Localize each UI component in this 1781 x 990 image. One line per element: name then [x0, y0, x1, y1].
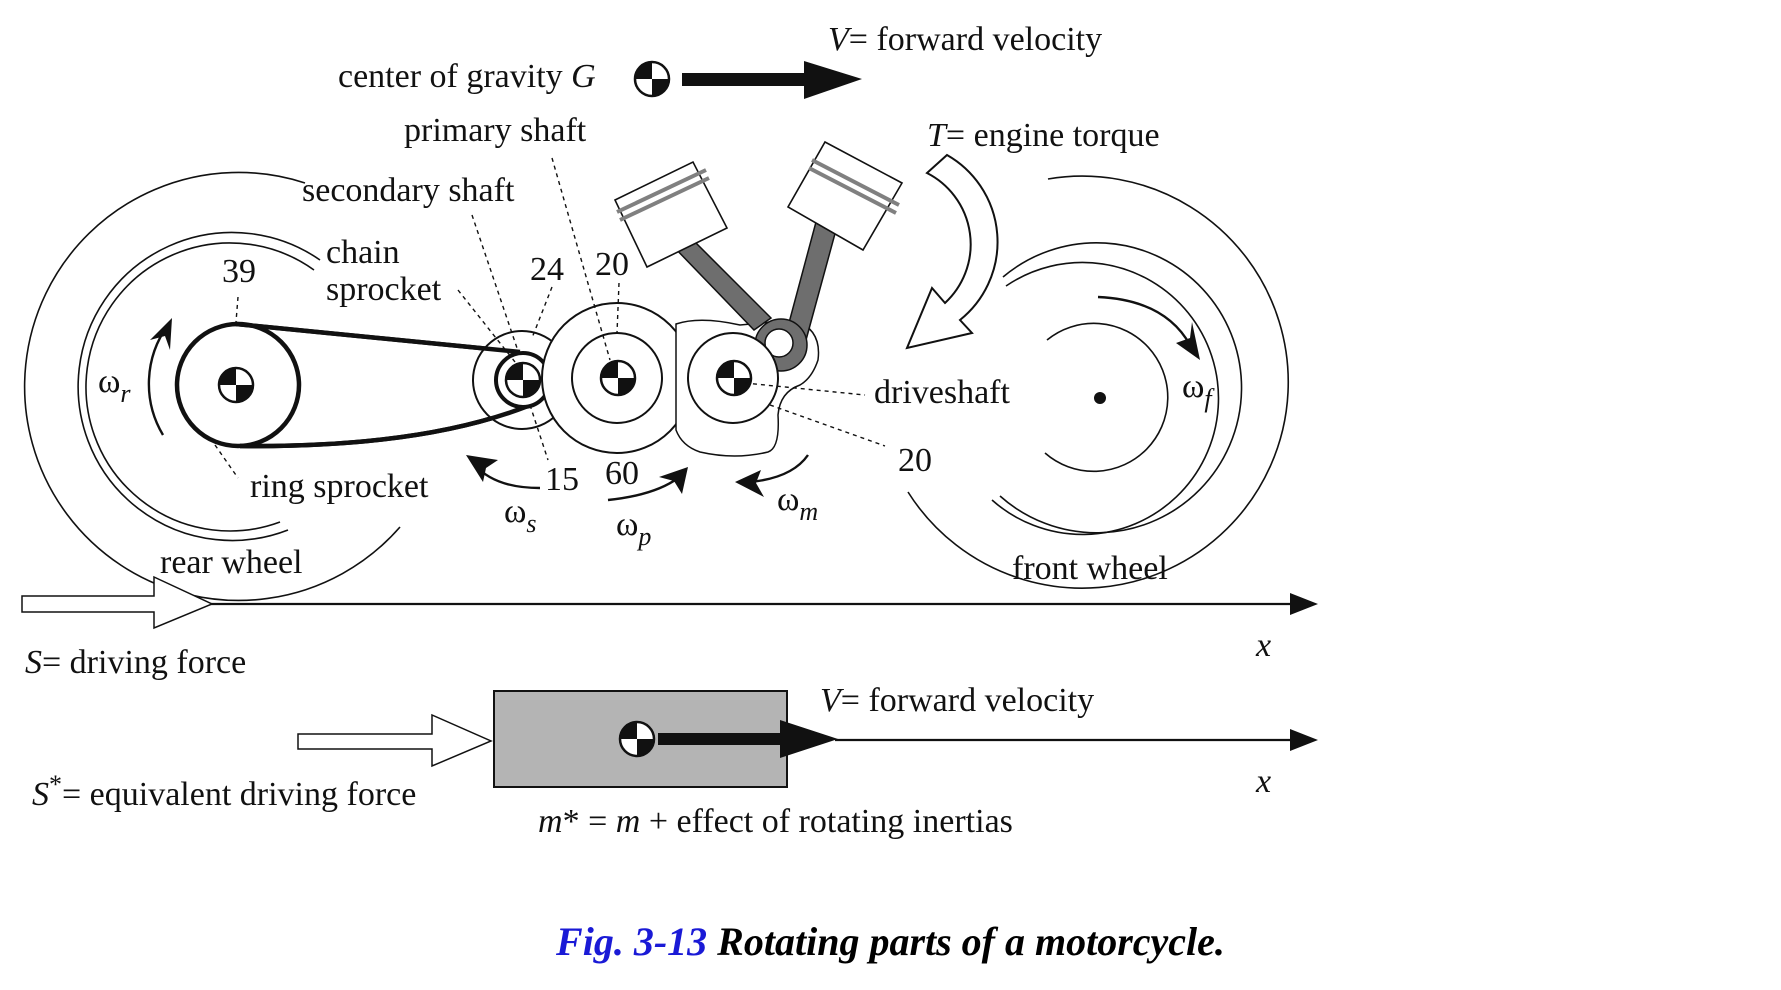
rear-wheel-label: rear wheel: [160, 544, 303, 581]
primary-shaft-label: primary shaft: [404, 112, 587, 149]
rear-rim-outer: [77, 231, 321, 542]
sprocket-label: sprocket: [326, 271, 442, 308]
velocity-arrow-shaft: [682, 73, 806, 86]
omega-m-label: ωm: [777, 481, 818, 526]
equivalent-driving-force-label: S*= equivalent driving force: [32, 770, 416, 813]
engine: [613, 140, 904, 457]
ground-x-axis-arrowhead: [1290, 593, 1318, 615]
piston-left: [613, 160, 729, 269]
teeth-secondary-large: 24: [530, 251, 564, 288]
figure-number: Fig. 3-13: [556, 919, 708, 964]
driving-force-arrow: [21, 575, 214, 630]
equivalent-mass-label: m* = m + effect of rotating inertias: [538, 803, 1013, 840]
omega-r-arrow: [147, 324, 169, 436]
rear-tire: [23, 171, 401, 602]
front-rim-outer: [999, 242, 1243, 534]
primary-shaft: [541, 302, 693, 454]
front-wheel: [907, 175, 1290, 589]
chain-lower-overlay: [239, 403, 529, 449]
ring-sprocket-label: ring sprocket: [250, 468, 429, 505]
conrod-left: [670, 236, 773, 331]
driveshaft-cg-icon: [715, 359, 753, 397]
teeth-ring-sprocket: 39: [222, 253, 256, 290]
omega-f-arrowhead: [1176, 322, 1200, 360]
engine-torque-label: T= engine torque: [927, 117, 1160, 154]
engine-torque-arrow: [905, 153, 999, 350]
center-of-gravity-label: center of gravity G: [338, 58, 596, 95]
omega-f-arrow: [1097, 295, 1192, 346]
primary-shaft-cg-icon: [599, 359, 637, 397]
forward-velocity-label-top: V= forward velocity: [828, 21, 1102, 58]
omega-p-label: ωp: [616, 506, 651, 551]
leader-lines: [214, 157, 886, 479]
omega-s-label: ωs: [504, 493, 537, 538]
chain-label: chain: [326, 234, 400, 271]
rear-rim-inner: [85, 242, 315, 532]
lower-x-axis-arrowhead: [1290, 729, 1318, 751]
secondary-shaft-cg-icon: [504, 361, 542, 399]
chain-upper-overlay: [235, 321, 521, 355]
front-axle-dot: [1094, 392, 1106, 404]
front-hub: [1044, 322, 1169, 473]
driving-force-label: S= driving force: [25, 644, 246, 681]
omega-f-label: ωf: [1182, 368, 1215, 413]
rear-axle-cg-icon: [217, 366, 255, 404]
equivalent-velocity-shaft: [658, 733, 782, 745]
figure-caption: Fig. 3-13 Rotating parts of a motorcycle…: [0, 918, 1781, 965]
figure-title: Rotating parts of a motorcycle.: [717, 919, 1225, 964]
velocity-arrow-head: [804, 61, 862, 99]
equivalent-velocity-head: [780, 720, 838, 758]
omega-p-arrowhead: [659, 467, 688, 494]
driveshaft-label: driveshaft: [874, 374, 1011, 411]
teeth-chain-sprocket: 15: [545, 461, 579, 498]
equivalent-driving-force-arrow: [297, 713, 493, 768]
forward-velocity-label-bottom: V= forward velocity: [820, 682, 1094, 719]
front-tire: [907, 175, 1290, 589]
omega-m-arrowhead: [735, 470, 764, 497]
x-axis-label-top: x: [1255, 627, 1271, 664]
center-of-gravity-icon: [633, 60, 671, 98]
omega-r-label: ωr: [98, 363, 131, 408]
teeth-primary-small: 20: [595, 246, 629, 283]
front-wheel-label: front wheel: [1012, 550, 1168, 587]
omega-s-arrowhead: [466, 455, 498, 482]
equivalent-mass-cg-icon: [618, 720, 656, 758]
omega-r-arrowhead: [150, 318, 172, 350]
teeth-primary-large: 60: [605, 455, 639, 492]
omega-m-arrow: [749, 454, 809, 484]
teeth-driveshaft-gear: 20: [898, 442, 932, 479]
x-axis-label-bottom: x: [1255, 763, 1271, 800]
front-rim-inner: [991, 261, 1220, 536]
secondary-shaft-label: secondary shaft: [302, 172, 515, 209]
piston-right: [786, 140, 904, 252]
omega-p-arrow: [607, 477, 679, 502]
crank-pin: [764, 328, 794, 358]
